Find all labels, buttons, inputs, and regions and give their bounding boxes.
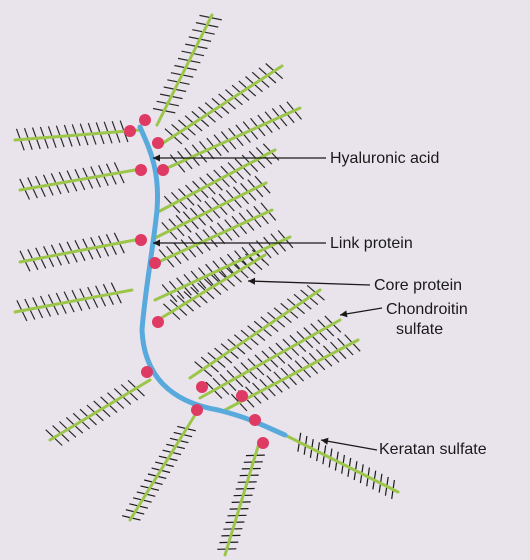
label-chondroitin-line2: sulfate bbox=[396, 321, 443, 338]
link-protein-dot bbox=[135, 234, 147, 246]
link-protein-dot bbox=[191, 404, 203, 416]
label-hyaluronic-acid: Hyaluronic acid bbox=[330, 150, 439, 167]
label-link-protein: Link protein bbox=[330, 235, 413, 252]
link-protein-dot bbox=[149, 257, 161, 269]
link-protein-dot bbox=[249, 414, 261, 426]
link-protein-dot bbox=[152, 137, 164, 149]
link-protein-dot bbox=[257, 437, 269, 449]
link-protein-dot bbox=[141, 366, 153, 378]
label-core-protein: Core protein bbox=[374, 277, 462, 294]
link-protein-dot bbox=[157, 164, 169, 176]
label-chondroitin-line1: Chondroitin bbox=[386, 301, 468, 318]
link-protein-dot bbox=[196, 381, 208, 393]
link-protein-dot bbox=[124, 125, 136, 137]
label-keratan-sulfate: Keratan sulfate bbox=[379, 441, 487, 458]
link-protein-dot bbox=[139, 114, 151, 126]
link-protein-dot bbox=[135, 164, 147, 176]
link-protein-dot bbox=[152, 316, 164, 328]
link-protein-dot bbox=[236, 390, 248, 402]
